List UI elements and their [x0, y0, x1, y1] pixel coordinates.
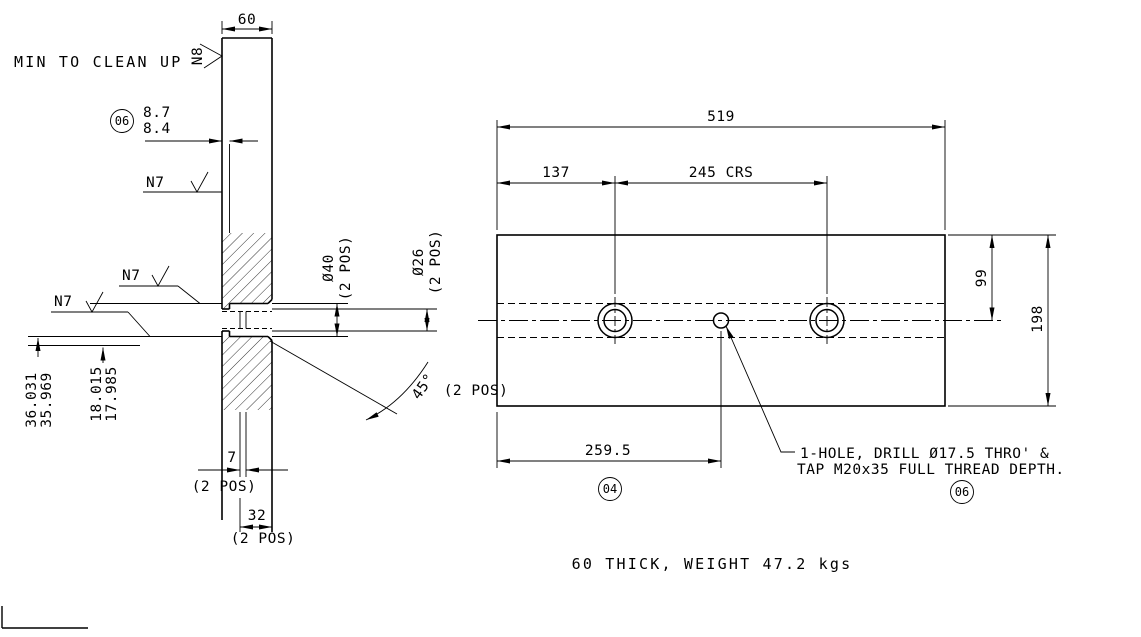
- dim-tapped-hole-offset: 259.5 04: [496, 331, 722, 501]
- counterbored-hole-left: [597, 297, 633, 344]
- dim-limit-b: 18.015 17.985: [89, 347, 120, 422]
- n7-c-label: N7: [54, 294, 72, 310]
- dim-offset-32: 32 (2 POS): [231, 508, 296, 547]
- surface-finish-n7-b: N7: [119, 265, 201, 304]
- roughness-icon: [151, 265, 170, 287]
- chamfer-angle-value: 45°: [409, 371, 438, 403]
- dia-large-value: Ø40: [321, 254, 337, 282]
- surface-finish-n7-a: N7: [143, 171, 222, 193]
- cbore-depth-lower: 8.4: [143, 121, 171, 137]
- limit-b-upper: 18.015: [89, 366, 105, 421]
- roughness-icon: [190, 171, 209, 193]
- roughness-icon: [199, 43, 223, 69]
- hidden-thread-lines: [222, 311, 272, 329]
- groove-width-value: 7: [227, 450, 236, 466]
- balloon-06-circle: [110, 109, 134, 133]
- n7-b-label: N7: [122, 268, 140, 284]
- cbore-depth-upper: 8.7: [143, 105, 171, 121]
- dim-thickness-value: 60: [238, 12, 256, 28]
- hole-centres-value: 245 CRS: [689, 165, 754, 181]
- limit-a-lower: 35.969: [39, 372, 55, 427]
- roughness-icon: [85, 291, 104, 313]
- overall-width-value: 198: [1030, 305, 1046, 333]
- dim-chamfer: 45° (2 POS): [269, 340, 509, 421]
- balloon-06-note-circle: [950, 480, 974, 504]
- min-clean-note: MIN TO CLEAN UP: [14, 53, 182, 71]
- dim-dia-small: Ø26 (2 POS): [411, 230, 444, 331]
- thickness-weight-note: 60 THICK, WEIGHT 47.2 kgs: [572, 555, 853, 573]
- counterbored-hole-right: [809, 297, 845, 344]
- overall-length-value: 519: [707, 109, 735, 125]
- half-width-value: 99: [974, 269, 990, 287]
- dim-cbore-depth: 06 8.7 8.4: [110, 105, 258, 233]
- dim-groove-width: 7 (2 POS): [192, 450, 288, 495]
- plan-hidden-lines: [478, 303, 1004, 338]
- hatch-upper: [222, 233, 272, 309]
- surface-finish-n7-c: N7: [51, 291, 151, 337]
- tapped-hole-offset-value: 259.5: [585, 443, 631, 459]
- dia-small-value: Ø26: [411, 248, 427, 276]
- n7-a-label: N7: [146, 175, 164, 191]
- dim-overall-length: 519: [496, 109, 946, 230]
- lower-extension-lines: [239, 412, 247, 532]
- hatch-lower: [222, 331, 272, 410]
- part-outline: [221, 37, 273, 532]
- side-section-view: 60 MIN TO CLEAN UP N8 06 8.7 8.4 N7 N7: [14, 12, 508, 547]
- limit-a-upper: 36.031: [24, 372, 40, 427]
- surface-finish-n8: MIN TO CLEAN UP N8: [14, 43, 223, 71]
- dim-hole-positions: 137 245 CRS: [497, 165, 828, 294]
- hole-note-line2: TAP M20x35 FULL THREAD DEPTH.: [797, 462, 1065, 478]
- dim-thickness: 60: [221, 12, 273, 34]
- dia-small-pos: (2 POS): [428, 230, 444, 295]
- plan-view: 519 137 245 CRS 99 198 259.5 04: [478, 109, 1065, 504]
- n8-label: N8: [190, 47, 206, 65]
- balloon-06-note-label: 06: [955, 485, 969, 499]
- hole-note-line1: 1-HOLE, DRILL Ø17.5 THRO' &: [800, 446, 1049, 462]
- chamfer-pos: (2 POS): [444, 383, 509, 399]
- dim-limit-a: 36.031 35.969: [24, 338, 55, 428]
- groove-pos: (2 POS): [192, 479, 257, 495]
- dia-large-pos: (2 POS): [338, 236, 354, 301]
- hole-offset-value: 137: [542, 165, 570, 181]
- dim-dia-large: Ø40 (2 POS): [321, 236, 354, 337]
- tapped-hole-note: 1-HOLE, DRILL Ø17.5 THRO' & TAP M20x35 F…: [725, 325, 1065, 504]
- offset-32-value: 32: [248, 508, 266, 524]
- dim-widths: 99 198: [948, 234, 1056, 407]
- balloon-04-circle: [598, 477, 622, 501]
- offset-32-pos: (2 POS): [231, 531, 296, 547]
- sheet-border-corner: [1, 606, 88, 629]
- balloon-06-label: 06: [115, 114, 129, 128]
- balloon-04-label: 04: [603, 482, 617, 496]
- tapped-hole-center: [712, 312, 730, 329]
- limit-b-lower: 17.985: [104, 366, 120, 421]
